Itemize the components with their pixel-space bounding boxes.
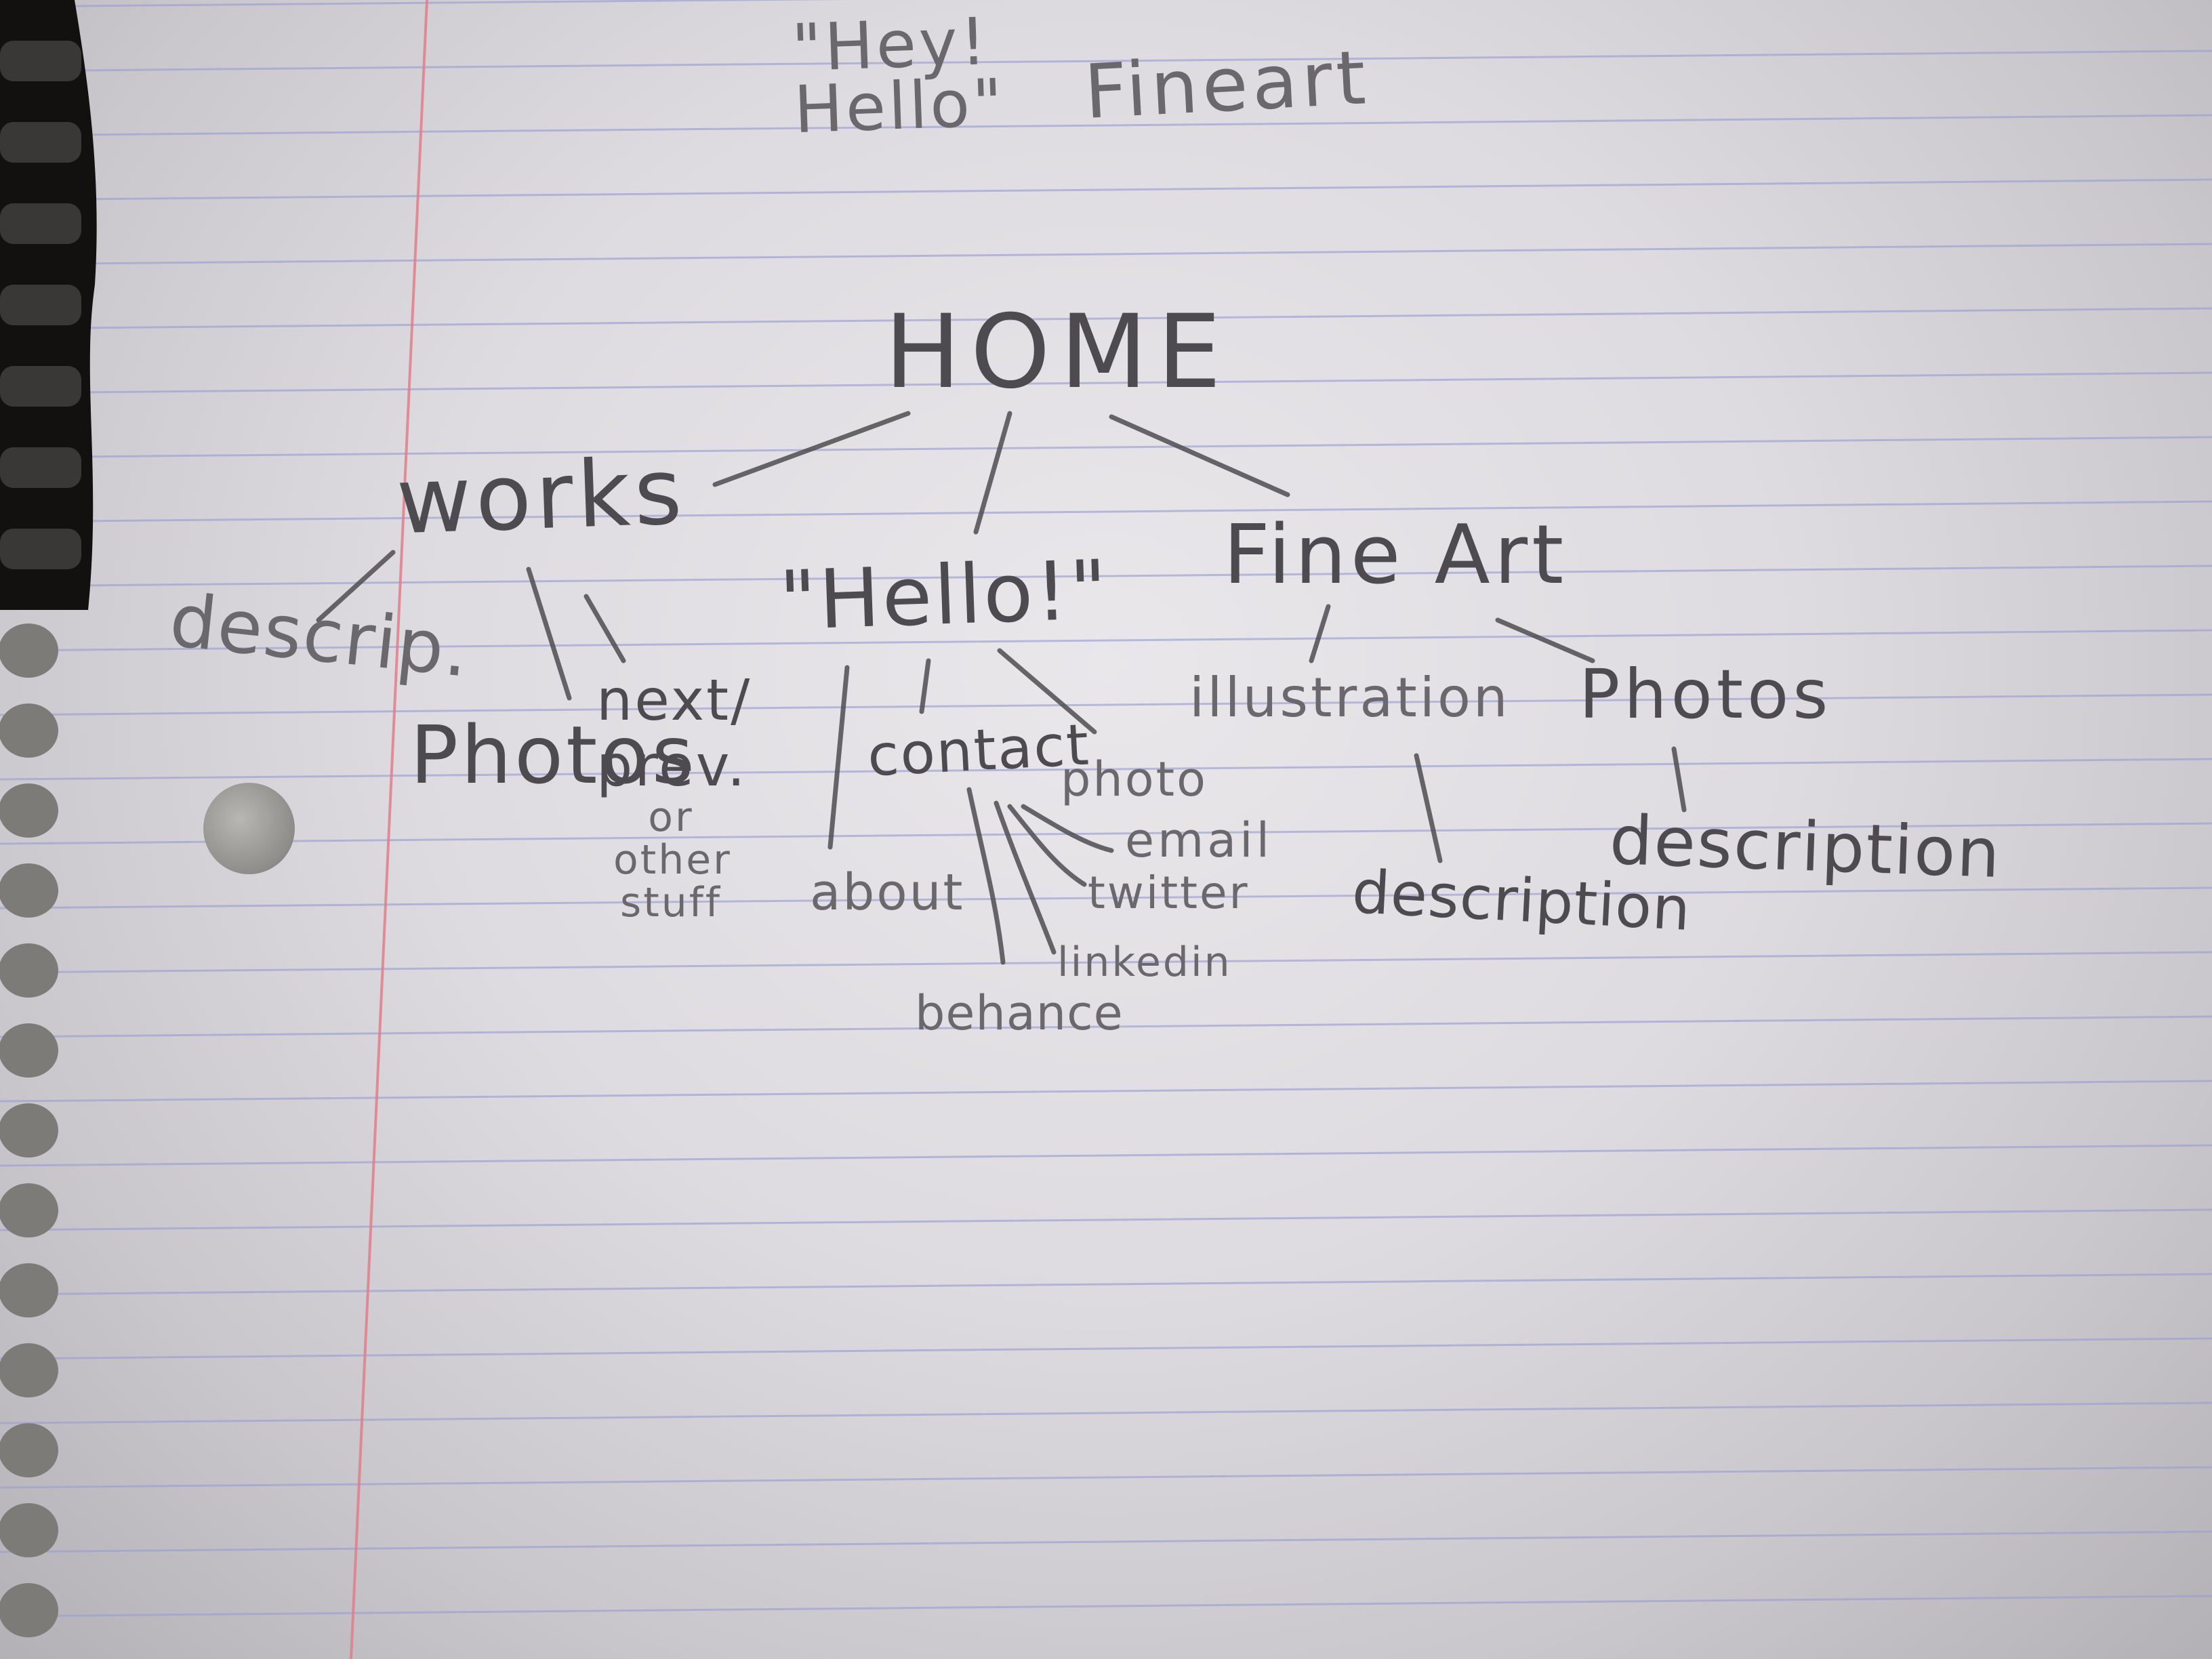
node-fine-art-photos: Photos — [1579, 655, 1832, 734]
spiral-ring — [0, 203, 81, 244]
top-note-fineart: Fineart — [1082, 34, 1372, 136]
connector-home-fineart — [1109, 414, 1290, 497]
node-works-or-other-stuff: or other stuff — [613, 794, 732, 926]
perforation-hole — [0, 1263, 58, 1317]
top-note-hey-hello: "Hey! Hello" — [790, 3, 1006, 148]
perforation-hole — [0, 623, 58, 678]
ruled-line — [0, 951, 2212, 974]
spiral-ring — [0, 285, 81, 325]
ruled-line — [0, 49, 2212, 73]
ruled-line — [0, 822, 2212, 845]
spiral-ring — [0, 529, 81, 569]
ruled-line — [0, 1144, 2212, 1167]
spiral-binding — [0, 0, 97, 1637]
connector-hello-about — [827, 665, 850, 850]
node-contact-behance: behance — [915, 985, 1124, 1041]
perforation-hole — [0, 1503, 58, 1557]
connector-photos-description — [1671, 746, 1687, 813]
ruled-line — [0, 1530, 2212, 1553]
ruled-line — [0, 500, 2212, 523]
node-contact-email: email — [1125, 813, 1273, 868]
ruled-line — [0, 693, 2212, 716]
perforation-hole — [0, 1423, 58, 1477]
node-contact-twitter: twitter — [1088, 867, 1250, 919]
connector-contact-behance — [966, 787, 1006, 965]
spiral-ring — [0, 122, 81, 163]
connector-works-photos — [526, 567, 572, 701]
perforation-hole — [0, 863, 58, 918]
spiral-ring — [0, 447, 81, 488]
node-hello-contact: contact — [865, 711, 1092, 790]
node-home: HOME — [884, 293, 1231, 411]
perforation-hole — [0, 943, 58, 998]
ruled-line — [0, 758, 2212, 781]
perforation-hole — [0, 1103, 58, 1158]
connector-contact-twitter — [1007, 804, 1087, 887]
ruled-line — [0, 1080, 2212, 1103]
ruled-line — [0, 243, 2212, 266]
connector-hello-contact — [919, 658, 931, 714]
node-works-photos: Photos — [410, 708, 697, 802]
ruled-line — [0, 1595, 2212, 1618]
ruled-line — [0, 114, 2212, 137]
binder-hole — [203, 783, 295, 874]
perforation-hole — [0, 1183, 58, 1237]
connector-home-hello — [973, 411, 1012, 535]
connector-fineart-photos — [1495, 617, 1595, 663]
perforation-hole — [0, 783, 58, 838]
ruled-line — [0, 178, 2212, 201]
node-works: works — [394, 438, 688, 555]
ruled-line — [0, 0, 848, 8]
ruled-line — [0, 1015, 2212, 1038]
spiral-ring — [0, 41, 81, 81]
ruled-line — [0, 1466, 2212, 1489]
perforation-hole — [0, 703, 58, 758]
connector-home-works — [712, 411, 911, 487]
perforation-hole — [0, 1343, 58, 1397]
connector-works-nextprev — [583, 594, 626, 663]
node-works-next-prev: next/ prev. — [596, 667, 752, 799]
spiral-ring — [0, 366, 81, 407]
ruled-line — [0, 565, 2212, 588]
ruled-line — [0, 629, 2212, 652]
connector-contact-linkedin — [994, 800, 1057, 955]
ruled-line — [0, 371, 2212, 394]
connector-works-descrip — [316, 550, 396, 623]
connector-illustration-description — [1414, 753, 1443, 863]
connector-contact-email — [1021, 804, 1114, 853]
ruled-line — [0, 1337, 2212, 1360]
node-hello: "Hello!" — [777, 543, 1111, 649]
node-photos-description: description — [1608, 800, 2003, 894]
connector-fineart-illustration — [1309, 604, 1331, 663]
connector-hello-photo — [997, 648, 1097, 735]
node-contact-linkedin: linkedin — [1057, 939, 1232, 986]
node-hello-about: about — [810, 863, 965, 922]
ruled-line — [0, 307, 2212, 330]
ruled-line — [0, 436, 2212, 459]
perforation-hole — [0, 1023, 58, 1078]
ruled-line — [0, 1401, 2212, 1425]
ruled-line — [0, 1208, 2212, 1231]
node-fine-art: Fine Art — [1223, 508, 1568, 602]
ruled-line — [0, 886, 2212, 909]
perforation-hole — [0, 1583, 58, 1637]
node-fine-art-illustration: illustration — [1189, 666, 1511, 729]
node-contact-photo: photo — [1061, 752, 1208, 807]
